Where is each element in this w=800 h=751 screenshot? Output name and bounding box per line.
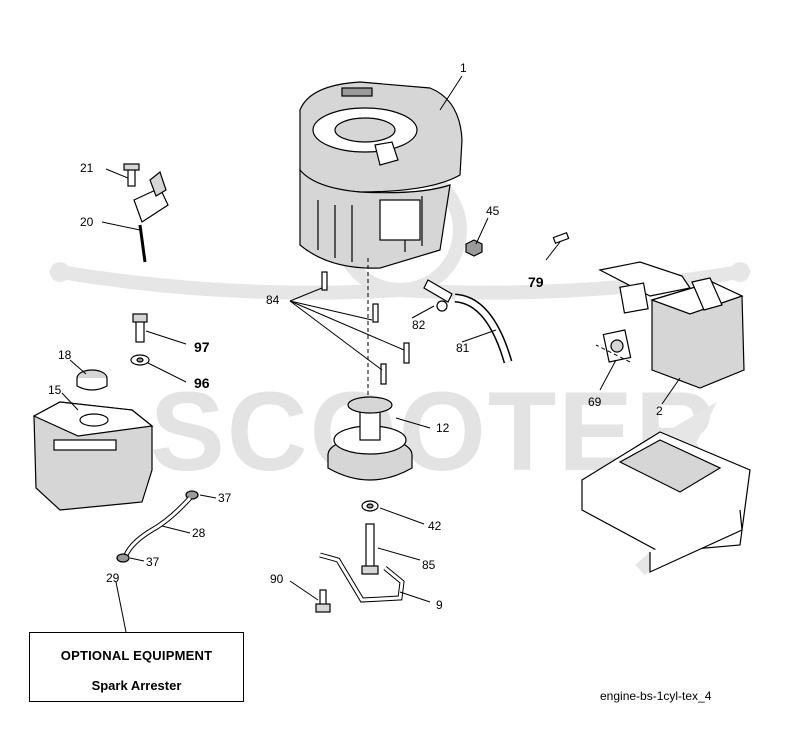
optional-equipment-box: OPTIONAL EQUIPMENT Spark Arrester bbox=[29, 632, 244, 702]
fuel-tank-part-15-icon bbox=[32, 401, 154, 511]
mounting-plate-icon bbox=[581, 431, 751, 573]
callout-45: 45 bbox=[486, 204, 500, 218]
optional-equipment-title: OPTIONAL EQUIPMENT bbox=[60, 648, 213, 663]
callout-96: 96 bbox=[194, 375, 210, 391]
bolts-part-84-icon bbox=[321, 258, 410, 402]
callout-29: 29 bbox=[106, 571, 120, 585]
callout-9: 9 bbox=[436, 598, 443, 612]
fuel-line-part-81-icon bbox=[454, 293, 513, 364]
bolt-part-21-icon bbox=[123, 163, 140, 187]
throttle-bracket-part-20-icon bbox=[133, 170, 169, 263]
callout-84: 84 bbox=[266, 293, 280, 307]
fuel-cap-part-18-icon bbox=[76, 369, 108, 391]
watermark-left-knob-icon bbox=[50, 262, 70, 282]
washer-part-96-icon bbox=[130, 354, 150, 366]
clamp-part-37-upper-icon bbox=[185, 490, 199, 500]
callout-labels: 1 45 79 21 20 97 96 18 15 84 82 81 12 42… bbox=[48, 61, 663, 612]
clamp-part-37-lower-icon bbox=[116, 553, 130, 563]
leader-lines bbox=[61, 75, 681, 633]
nut-part-45-icon bbox=[465, 239, 483, 257]
pulley-part-12-icon bbox=[327, 396, 413, 481]
bolt-part-90-icon bbox=[315, 589, 331, 613]
callout-28: 28 bbox=[192, 526, 206, 540]
callout-79: 79 bbox=[528, 274, 544, 290]
washer-part-42-icon bbox=[361, 500, 379, 512]
watermark-right-knob-icon bbox=[730, 262, 750, 282]
drawing-id-label: engine-bs-1cyl-tex_4 bbox=[600, 689, 712, 703]
callout-20: 20 bbox=[80, 215, 94, 229]
bolt-part-85-icon bbox=[361, 523, 379, 575]
callout-42: 42 bbox=[428, 519, 442, 533]
fuel-fitting-part-82-icon bbox=[423, 279, 453, 312]
callout-2: 2 bbox=[656, 404, 663, 418]
callout-69: 69 bbox=[588, 395, 602, 409]
callout-21: 21 bbox=[80, 161, 94, 175]
callout-82: 82 bbox=[412, 318, 426, 332]
callout-37-upper: 37 bbox=[218, 491, 232, 505]
bolt-part-97-icon bbox=[132, 313, 148, 343]
callout-90: 90 bbox=[270, 572, 284, 586]
bracket-rod-part-9-icon bbox=[319, 552, 405, 603]
engine-part-icon bbox=[299, 81, 463, 269]
muffler-part-2-icon bbox=[598, 261, 745, 389]
callout-1: 1 bbox=[460, 61, 467, 75]
spark-arrester-label: Spark Arrester bbox=[91, 678, 182, 693]
callout-85: 85 bbox=[422, 558, 436, 572]
callout-15: 15 bbox=[48, 383, 62, 397]
callout-37-lower: 37 bbox=[146, 555, 160, 569]
bolt-part-79-icon bbox=[552, 232, 570, 244]
callout-81: 81 bbox=[456, 341, 470, 355]
gasket-part-69-icon bbox=[602, 329, 632, 363]
callout-18: 18 bbox=[58, 348, 72, 362]
callout-97: 97 bbox=[194, 339, 210, 355]
fuel-line-part-28-icon bbox=[123, 496, 192, 557]
callout-12: 12 bbox=[436, 421, 450, 435]
